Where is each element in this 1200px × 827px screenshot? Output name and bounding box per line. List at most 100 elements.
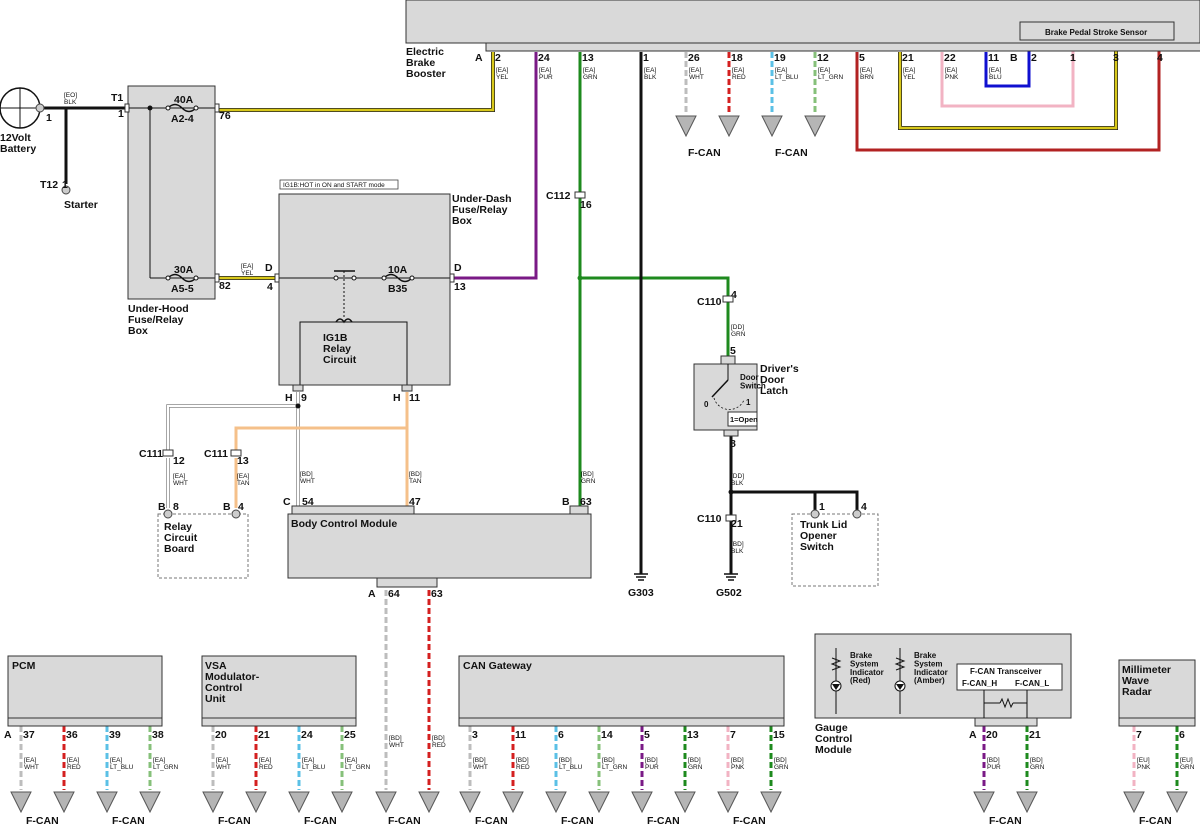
pcm-fcan-arrow-icon — [96, 791, 118, 814]
starter-connector: T12 — [40, 179, 58, 191]
vsa-wire-label: [EA]LT_BLU — [302, 757, 326, 771]
c111b-label: C111 — [204, 448, 228, 460]
vsa-fcan-1: F-CAN — [218, 815, 251, 827]
rcb-box — [157, 513, 249, 579]
bcm-label: Body Control Module — [291, 518, 397, 530]
bcm-wire-63: [BD]GRN — [581, 471, 596, 485]
bcm-fcan-arrow-icon — [418, 791, 440, 814]
bcm-b-conn: B — [562, 496, 570, 508]
c110-door-connector: C110 4 [DD]GRN — [697, 289, 746, 338]
pcm-pin: 37 — [23, 729, 35, 741]
gateway-wire-label: [BD]RED — [516, 757, 530, 771]
trunk-box — [791, 513, 879, 587]
t1-connector: T1 — [111, 92, 123, 104]
vsa-pin: 24 — [301, 729, 313, 741]
ebb-pin: 11 — [988, 52, 999, 64]
fuse-30a-icon — [167, 273, 197, 283]
door-pos-1: 1 — [746, 398, 751, 407]
pcm-pin: 36 — [66, 729, 78, 741]
ebb-wire-label: [EA]BLK — [644, 67, 657, 81]
pcm: PCM A 37[EA]WHT36[EA]RED39[EA]LT_BLU38[E… — [4, 655, 178, 827]
gateway-pin: 11 — [515, 729, 526, 741]
wire-yel-21-outline — [898, 40, 1118, 130]
ebb-pins: 2[EA]YEL24[EA]PUR13[EA]GRN1[EA]BLK26[EA]… — [495, 52, 1002, 138]
pcm-wire-label: [EA]LT_GRN — [153, 757, 178, 771]
ebb-pin: 13 — [582, 52, 594, 64]
ebb-conn: A — [475, 52, 483, 64]
ebb-wire-label: [EA]GRN — [583, 67, 598, 81]
gateway-fcan-1: F-CAN — [475, 815, 508, 827]
gateway-fcan-arrow-icon — [631, 791, 653, 814]
pcm-conn: A — [4, 729, 12, 741]
uh-82-terminal — [214, 273, 220, 283]
c110b-label: C110 — [697, 513, 722, 525]
ig1b-note-box — [279, 179, 399, 190]
gateway-pin: 5 — [644, 729, 650, 741]
ebb-pin: 18 — [731, 52, 743, 64]
radar-pin: 6 — [1179, 729, 1185, 741]
fuse-30a-rating: 30A — [174, 264, 194, 276]
rcb-conn-2: B — [223, 501, 231, 513]
ground-g502-label: G502 — [716, 587, 742, 599]
door-switch-arm — [711, 379, 729, 398]
door-pin-5: 5 — [730, 345, 736, 357]
gateway-fcan-3: F-CAN — [647, 815, 680, 827]
bcm-a-conn: A — [368, 588, 376, 600]
ebb-pin: 21 — [902, 52, 914, 64]
blk-junction — [728, 489, 734, 495]
c111b-pin: 13 — [237, 455, 249, 467]
vsa-pin: 21 — [258, 729, 270, 741]
bcm-wire-54: [BD]WHT — [300, 471, 315, 485]
c112-terminal — [574, 191, 586, 199]
pcm-fcan-arrow-icon — [10, 791, 32, 814]
pcm-pin: 38 — [152, 729, 164, 741]
ebb-wire-label: [EA]RED — [732, 67, 746, 81]
ebb-wire-label: [EA]PUR — [539, 67, 553, 81]
gateway-pin: 6 — [558, 729, 564, 741]
pcm-fcan-2: F-CAN — [112, 815, 145, 827]
door-pin-8: 8 — [730, 438, 736, 450]
fcan-transceiver-label: F-CAN Transceiver — [970, 667, 1042, 676]
gauge-connector — [974, 717, 1038, 727]
pcm-fcan-arrow-icon — [139, 791, 161, 814]
radar-wire-label: [EU]GRN — [1180, 757, 1195, 771]
relay-contact-b — [351, 275, 357, 281]
ebb-wire-label: [EA]YEL — [496, 67, 509, 81]
gateway-fcan-arrow-icon — [459, 791, 481, 814]
ebb-wire-label: [EA]BRN — [860, 67, 874, 81]
gateway-wire-label: [BD]PNK — [731, 757, 745, 771]
ud-conn-out: D — [454, 262, 462, 274]
vsa-fcan-arrow-icon — [245, 791, 267, 814]
bpss-pin-1: 1 — [1070, 52, 1076, 64]
ebb-wire-label: [EA]BLU — [989, 67, 1002, 81]
c110a-label: C110 — [697, 296, 722, 308]
gateway-wire-label: [BD]LT_GRN — [602, 757, 627, 771]
battery-wire-label: [EO]BLK — [64, 92, 77, 106]
bcm-pin-54: 54 — [302, 496, 314, 508]
starter-label: Starter — [64, 199, 98, 211]
door-bottom-terminal — [723, 429, 739, 437]
bpss-pin-3: 3 — [1113, 52, 1119, 64]
c110a-wire: [DD]GRN — [731, 324, 746, 338]
pcm-fcan-1: F-CAN — [26, 815, 59, 827]
gateway-fcan-arrow-icon — [717, 791, 739, 814]
fuse-40a-id: A2-4 — [171, 113, 194, 125]
c110b-terminal — [725, 514, 737, 522]
radar-fcan: F-CAN — [1139, 815, 1172, 827]
wire-tan-c111 — [234, 426, 407, 450]
pcm-wire-label: [EA]WHT — [24, 757, 39, 771]
c111-connectors: C111 12 [EA]WHT C111 13 [EA]TAN — [139, 448, 250, 487]
t1-terminal — [124, 103, 130, 113]
gateway-fcan-arrow-icon — [545, 791, 567, 814]
ud-h9-pin: 9 — [301, 392, 307, 404]
bpss-conn: B — [1010, 52, 1018, 64]
